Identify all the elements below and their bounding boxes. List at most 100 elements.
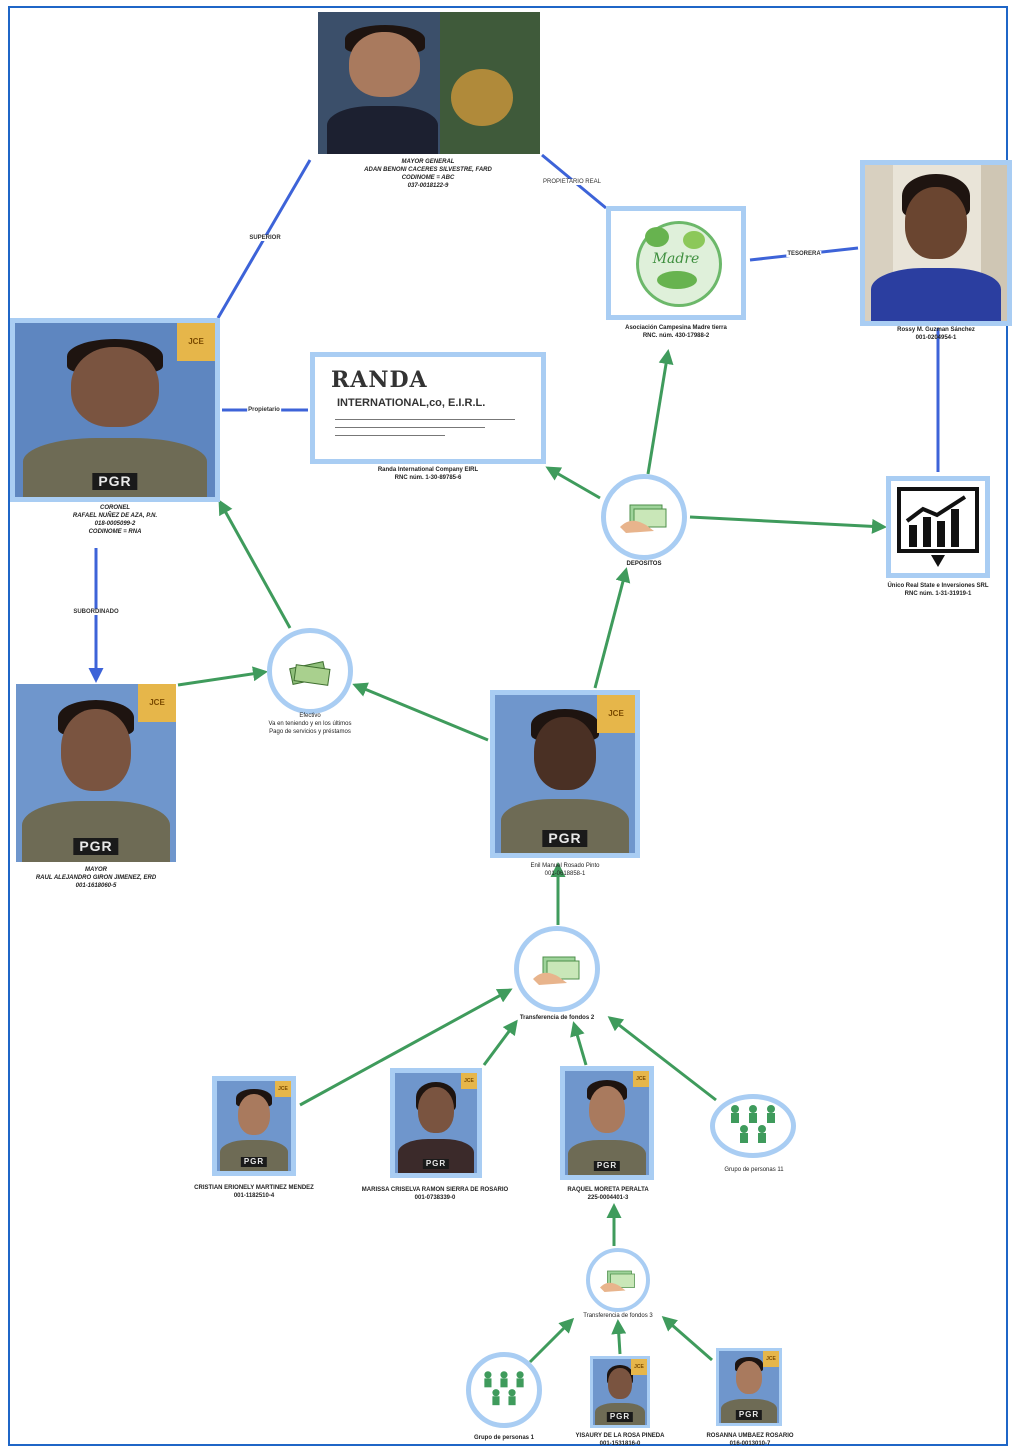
jce-fingerprint-icon: JCE xyxy=(597,695,635,733)
rafael-label-1: CORONEL xyxy=(100,505,130,511)
money-transfer-icon xyxy=(600,1270,635,1292)
marisa-photo: JCE PGR xyxy=(390,1068,482,1178)
depositos-label: DEPOSITOS xyxy=(626,561,662,567)
transferencia-3-label: Transferencia de fondos 3 xyxy=(583,1313,653,1319)
madre-logo: Madre xyxy=(606,206,746,320)
edge-raquel-transf2 xyxy=(570,1021,588,1066)
people-group-icon xyxy=(731,1105,775,1143)
rossy-label-1: Rossy M. Guzman Sánchez xyxy=(897,327,975,333)
rossy-label-2: 001-0204954-1 xyxy=(915,335,957,341)
edge-marisa-transf2 xyxy=(482,1019,518,1066)
transferencia-2-label: Transferencia de fondos 2 xyxy=(519,1015,595,1021)
grupo-11-label: Grupo de personas 11 xyxy=(724,1167,784,1173)
jce-fingerprint-icon: JCE xyxy=(631,1359,647,1375)
edge-yisaury-transf3 xyxy=(611,1319,627,1355)
randa-logo-sub: INTERNATIONAL,co, E.I.R.L. xyxy=(337,397,486,409)
edge-grupo11-transf2 xyxy=(607,1016,717,1102)
grupo-11-node xyxy=(710,1094,796,1158)
adan-label-1: MAYOR GENERAL xyxy=(401,159,455,165)
efectivo-label-3: Pago de servicios y préstamos xyxy=(269,729,351,735)
edge-label-superior: SUPERIOR xyxy=(248,235,282,241)
marisa-label-1: MARISSA CRISELVA RAMON SIERRA DE ROSARIO xyxy=(361,1187,509,1193)
center-label-1: Enil Manuel Rosado Pinto xyxy=(530,863,600,869)
randa-logo: RANDA INTERNATIONAL,co, E.I.R.L. xyxy=(310,352,546,464)
yisaury-pgr-badge: PGR xyxy=(606,1412,634,1423)
randa-logo-title: RANDA xyxy=(331,367,428,393)
unico-label-1: Único Real State e Inversiones SRL xyxy=(887,583,989,589)
depositos-node xyxy=(601,474,687,560)
adan-label-3: CODINOME = ABC xyxy=(401,175,455,181)
edge-depositos-unico xyxy=(689,515,887,534)
efectivo-label-1: Efectivo xyxy=(299,713,321,719)
rafael-label-2: RAFAEL NUÑEZ DE AZA, P.N. xyxy=(72,513,158,519)
randa-label-2: RNC núm. 1-30-89785-6 xyxy=(394,475,462,481)
madre-logo-text: Madre xyxy=(652,251,700,267)
grupo-1-node xyxy=(466,1352,542,1428)
edge-cristian-transf2 xyxy=(299,988,513,1107)
raul-label-2: RAUL ALEJANDRO GIRON JIMENEZ, ERD xyxy=(35,875,157,881)
edge-center-depositos xyxy=(593,567,631,689)
jce-fingerprint-icon: JCE xyxy=(275,1081,291,1097)
cristian-label-2: 001-1182510-4 xyxy=(233,1193,275,1199)
rosanna-label-2: 016-0013010-7 xyxy=(729,1441,771,1447)
edge-label-subordinado: SUBORDINADO xyxy=(72,609,120,615)
edge-rosanna-transf3 xyxy=(661,1316,713,1362)
cristian-label-1: CRISTIAN ERIONELY MARTINEZ MENDEZ xyxy=(194,1185,314,1191)
transferencia-3-node xyxy=(586,1248,650,1312)
money-transfer-icon xyxy=(533,956,580,985)
adan-label-4: 037-0018122-9 xyxy=(407,183,449,189)
unico-chart-icon xyxy=(886,476,990,578)
madre-label-2: RNC. núm. 430-17988-2 xyxy=(642,333,710,339)
raquel-label-1: RAQUEL MORETA PERALTA xyxy=(567,1187,649,1193)
yisaury-label-2: 001-1531816-0 xyxy=(599,1441,641,1447)
edge-grupo1-transf3 xyxy=(528,1317,575,1364)
raul-photo: JCE PGR xyxy=(16,684,176,862)
jce-fingerprint-icon: JCE xyxy=(177,323,215,361)
rosanna-pgr-badge: PGR xyxy=(735,1410,763,1421)
yisaury-photo: JCE PGR xyxy=(590,1356,650,1428)
cristian-pgr-badge: PGR xyxy=(240,1157,268,1168)
rossy-photo xyxy=(860,160,1012,326)
rafael-label-4: CODINOME = RNA xyxy=(88,529,142,535)
page-frame xyxy=(8,6,1008,1446)
rafael-label-3: 018-0005099-2 xyxy=(94,521,136,527)
cristian-photo: JCE PGR xyxy=(212,1076,296,1176)
efectivo-node xyxy=(267,628,353,714)
edge-depositos-randa xyxy=(545,466,601,500)
raquel-pgr-badge: PGR xyxy=(593,1160,621,1171)
efectivo-label-2: Va en teniendo y en los últimos xyxy=(268,721,352,727)
edge-depositos-madre xyxy=(646,349,674,475)
rafael-photo: JCE PGR xyxy=(10,318,220,502)
raul-label-3: 001-1618060-5 xyxy=(75,883,117,889)
unico-label-2: RNC núm. 1-31-31919-1 xyxy=(904,591,972,597)
edge-raul-efectivo xyxy=(177,666,268,687)
adan-label-2: ADAN BENONI CACERES SILVESTRE, FARD xyxy=(364,167,492,173)
edge-efectivo-rafael xyxy=(218,499,292,629)
edge-label-propietario-real: PROPIETARIO REAL xyxy=(542,179,602,185)
jce-fingerprint-icon: JCE xyxy=(763,1351,779,1367)
edge-label-propietario: Propietario xyxy=(247,407,281,413)
raquel-photo: JCE PGR xyxy=(560,1066,654,1180)
jce-fingerprint-icon: JCE xyxy=(633,1071,649,1087)
madre-label-1: Asociación Campesina Madre tierra xyxy=(625,325,727,331)
rosanna-label-1: ROSANNA UMBAEZ ROSARIO xyxy=(706,1433,794,1439)
rosanna-photo: JCE PGR xyxy=(716,1348,782,1426)
raul-label-1: MAYOR xyxy=(85,867,107,873)
randa-label-1: Randa International Company EIRL xyxy=(377,467,479,473)
grupo-1-label: Grupo de personas 1 xyxy=(473,1435,535,1441)
center-photo: JCE PGR xyxy=(490,690,640,858)
center-pgr-badge: PGR xyxy=(542,829,588,847)
jce-fingerprint-icon: JCE xyxy=(461,1073,477,1089)
center-label-2: 001-0618858-1 xyxy=(544,871,586,877)
marisa-label-2: 001-0738339-0 xyxy=(414,1195,456,1201)
transferencia-2-node xyxy=(514,926,600,1012)
raul-pgr-badge: PGR xyxy=(73,837,119,855)
yisaury-label-1: YISAURY DE LA ROSA PINEDA xyxy=(575,1433,665,1439)
jce-fingerprint-icon: JCE xyxy=(138,684,176,722)
raquel-label-2: 225-0004401-3 xyxy=(587,1195,629,1201)
people-group-icon xyxy=(484,1371,524,1406)
edge-center-efectivo xyxy=(352,682,489,742)
edge-label-tesorera: TESORERA xyxy=(786,251,822,257)
rafael-pgr-badge: PGR xyxy=(92,473,138,491)
